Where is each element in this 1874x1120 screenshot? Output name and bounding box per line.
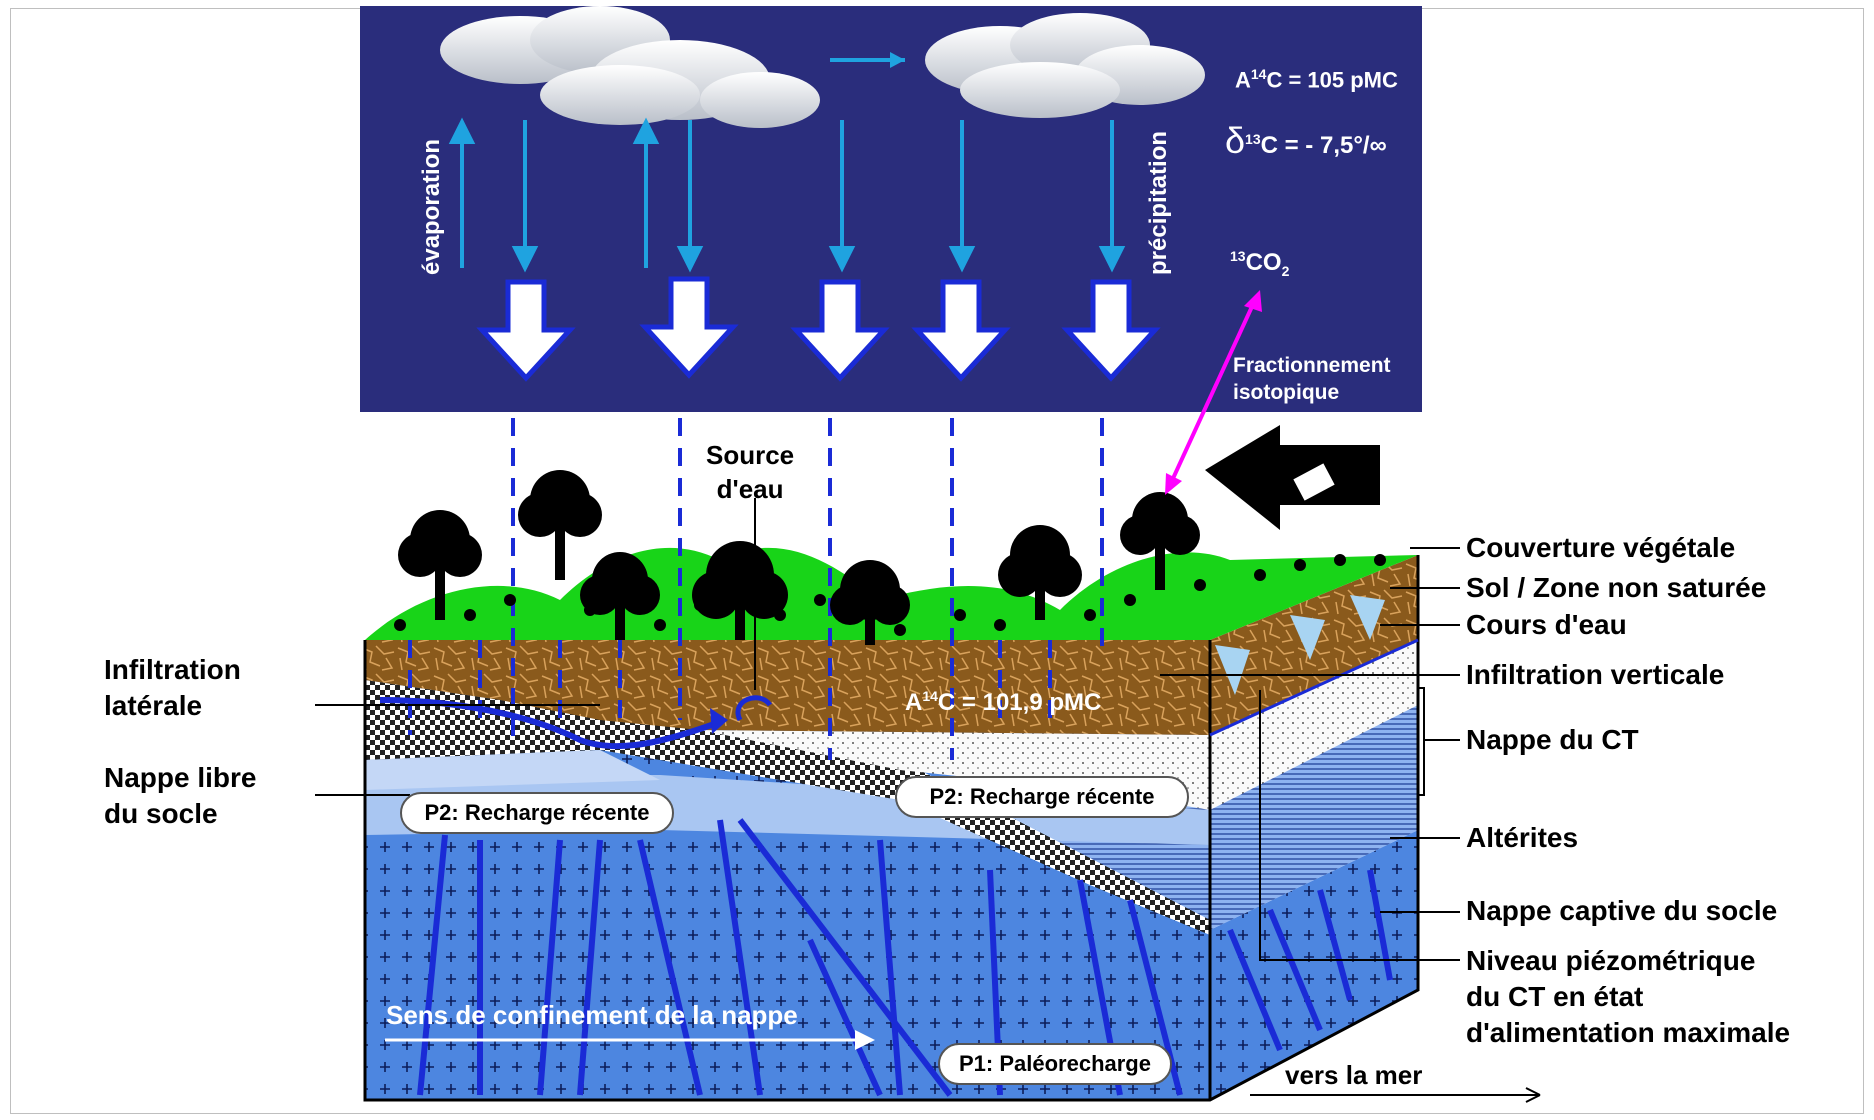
- couverture-label: Couverture végétale: [1466, 532, 1736, 563]
- sol-label: Sol / Zone non saturée: [1466, 572, 1767, 603]
- infiltration-block-arrows: [476, 276, 1161, 382]
- aquifer-block: [363, 547, 1420, 1102]
- infiltration-verticale-label: Infiltration verticale: [1466, 659, 1725, 690]
- sky-a14c-label: A14C = 105 pMC: [1235, 66, 1398, 93]
- p2-left-pill: P2: Recharge récente: [400, 792, 674, 834]
- nappe-ct-label: Nappe du CT: [1466, 724, 1639, 755]
- sky-d13c-label: δ13C = - 7,5°/∞: [1225, 120, 1387, 161]
- cloud-left-icon: [440, 6, 820, 128]
- nappe-captive-label: Nappe captive du socle: [1466, 895, 1778, 926]
- p2-right-pill: P2: Recharge récente: [895, 776, 1189, 818]
- cours-label: Cours d'eau: [1466, 609, 1627, 640]
- alterites-label: Altérites: [1466, 822, 1579, 853]
- ground-a14c-label: A14C = 101,9 pMC: [905, 688, 1102, 716]
- dashed-infiltration-lines: [408, 418, 1104, 760]
- vers-la-mer-label: vers la mer: [1285, 1060, 1423, 1090]
- small-plant-icons: [394, 554, 1386, 636]
- evaporation-label: évaporation: [418, 138, 445, 275]
- leader-lines: [315, 547, 1541, 1103]
- co2-label: 13CO2: [1230, 248, 1290, 279]
- confinement-arrow: [385, 1030, 875, 1050]
- cloud-right-icon: [925, 13, 1205, 118]
- north-arrow-icon: [1205, 425, 1380, 530]
- evaporation-arrows: [448, 117, 660, 268]
- confinement-label: Sens de confinement de la nappe: [386, 1000, 798, 1030]
- precipitation-label: précipitation: [1145, 130, 1172, 275]
- fractionation-arrow: [1165, 290, 1262, 495]
- p1-pill: P1: Paléorecharge: [938, 1043, 1172, 1085]
- precipitation-arrows: [511, 120, 1126, 273]
